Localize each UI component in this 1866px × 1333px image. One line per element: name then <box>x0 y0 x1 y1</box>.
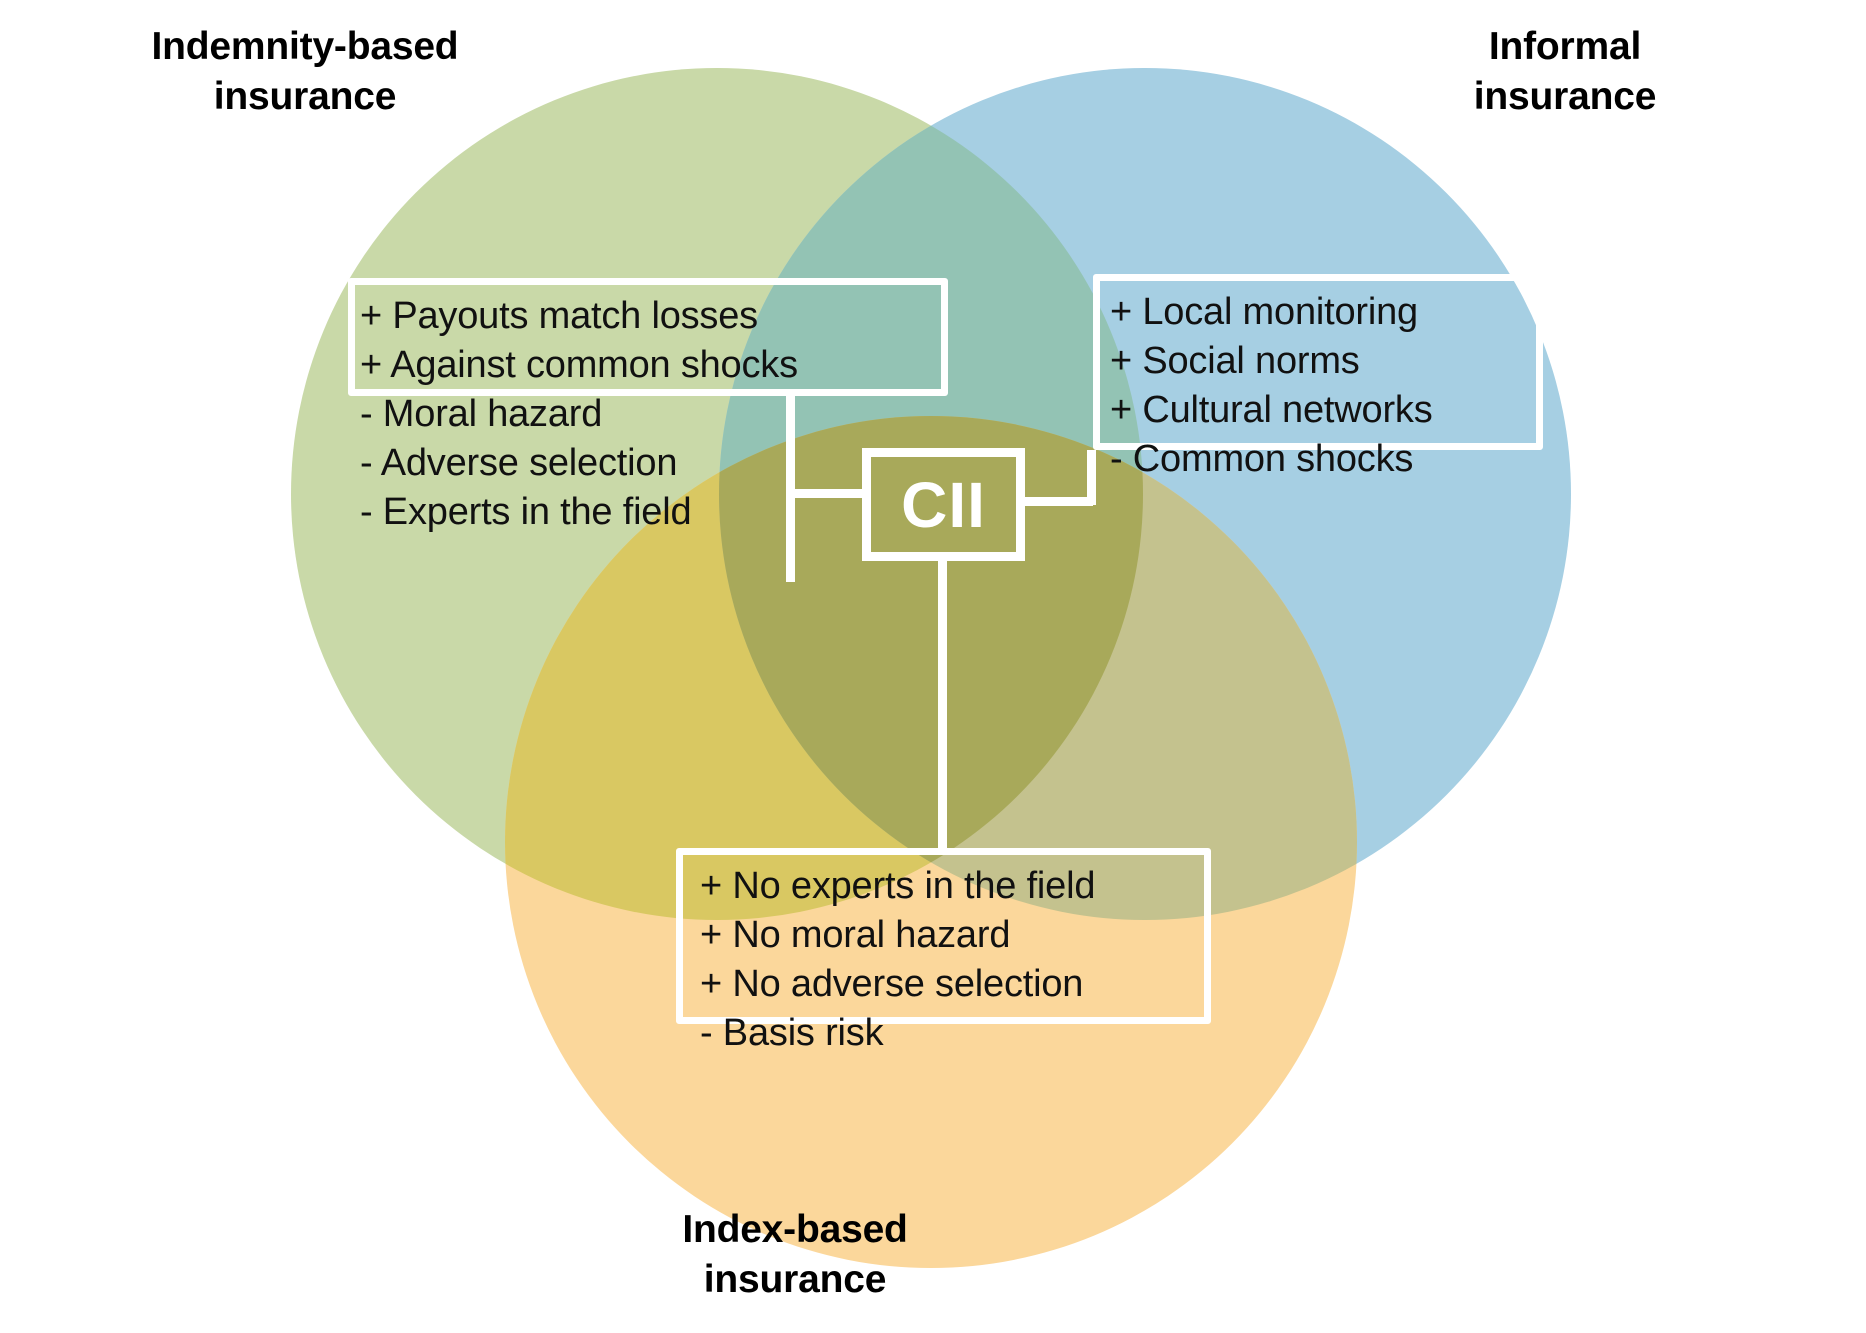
overlap-center <box>719 416 1143 920</box>
feature-item: - Experts in the field <box>360 491 692 533</box>
feature-item: - Moral hazard <box>360 393 603 435</box>
feature-item: + Payouts match losses <box>360 295 758 337</box>
feature-item: + Cultural networks <box>1110 389 1433 431</box>
feature-item: - Adverse selection <box>360 442 678 484</box>
feature-list-index: + No experts in the field + No moral haz… <box>700 862 1095 1058</box>
feature-item: + No adverse selection <box>700 963 1084 1005</box>
cii-label: CII <box>901 468 986 541</box>
feature-item: + Local monitoring <box>1110 291 1418 333</box>
cii-center-node: CII <box>862 448 1025 561</box>
label-informal-insurance: Informal insurance <box>1473 25 1657 118</box>
feature-list-informal: + Local monitoring + Social norms + Cult… <box>1110 288 1433 484</box>
label-indemnity-based-insurance: Indemnity-based insurance <box>151 25 459 118</box>
feature-item: - Basis risk <box>700 1012 884 1054</box>
label-index-based-insurance: Index-based insurance <box>682 1208 908 1301</box>
feature-item: - Common shocks <box>1110 438 1414 480</box>
feature-item: + Social norms <box>1110 340 1360 382</box>
feature-list-indemnity: + Payouts match losses + Against common … <box>360 292 798 537</box>
feature-item: + Against common shocks <box>360 344 798 386</box>
feature-item: + No moral hazard <box>700 914 1011 956</box>
feature-item: + No experts in the field <box>700 865 1096 907</box>
